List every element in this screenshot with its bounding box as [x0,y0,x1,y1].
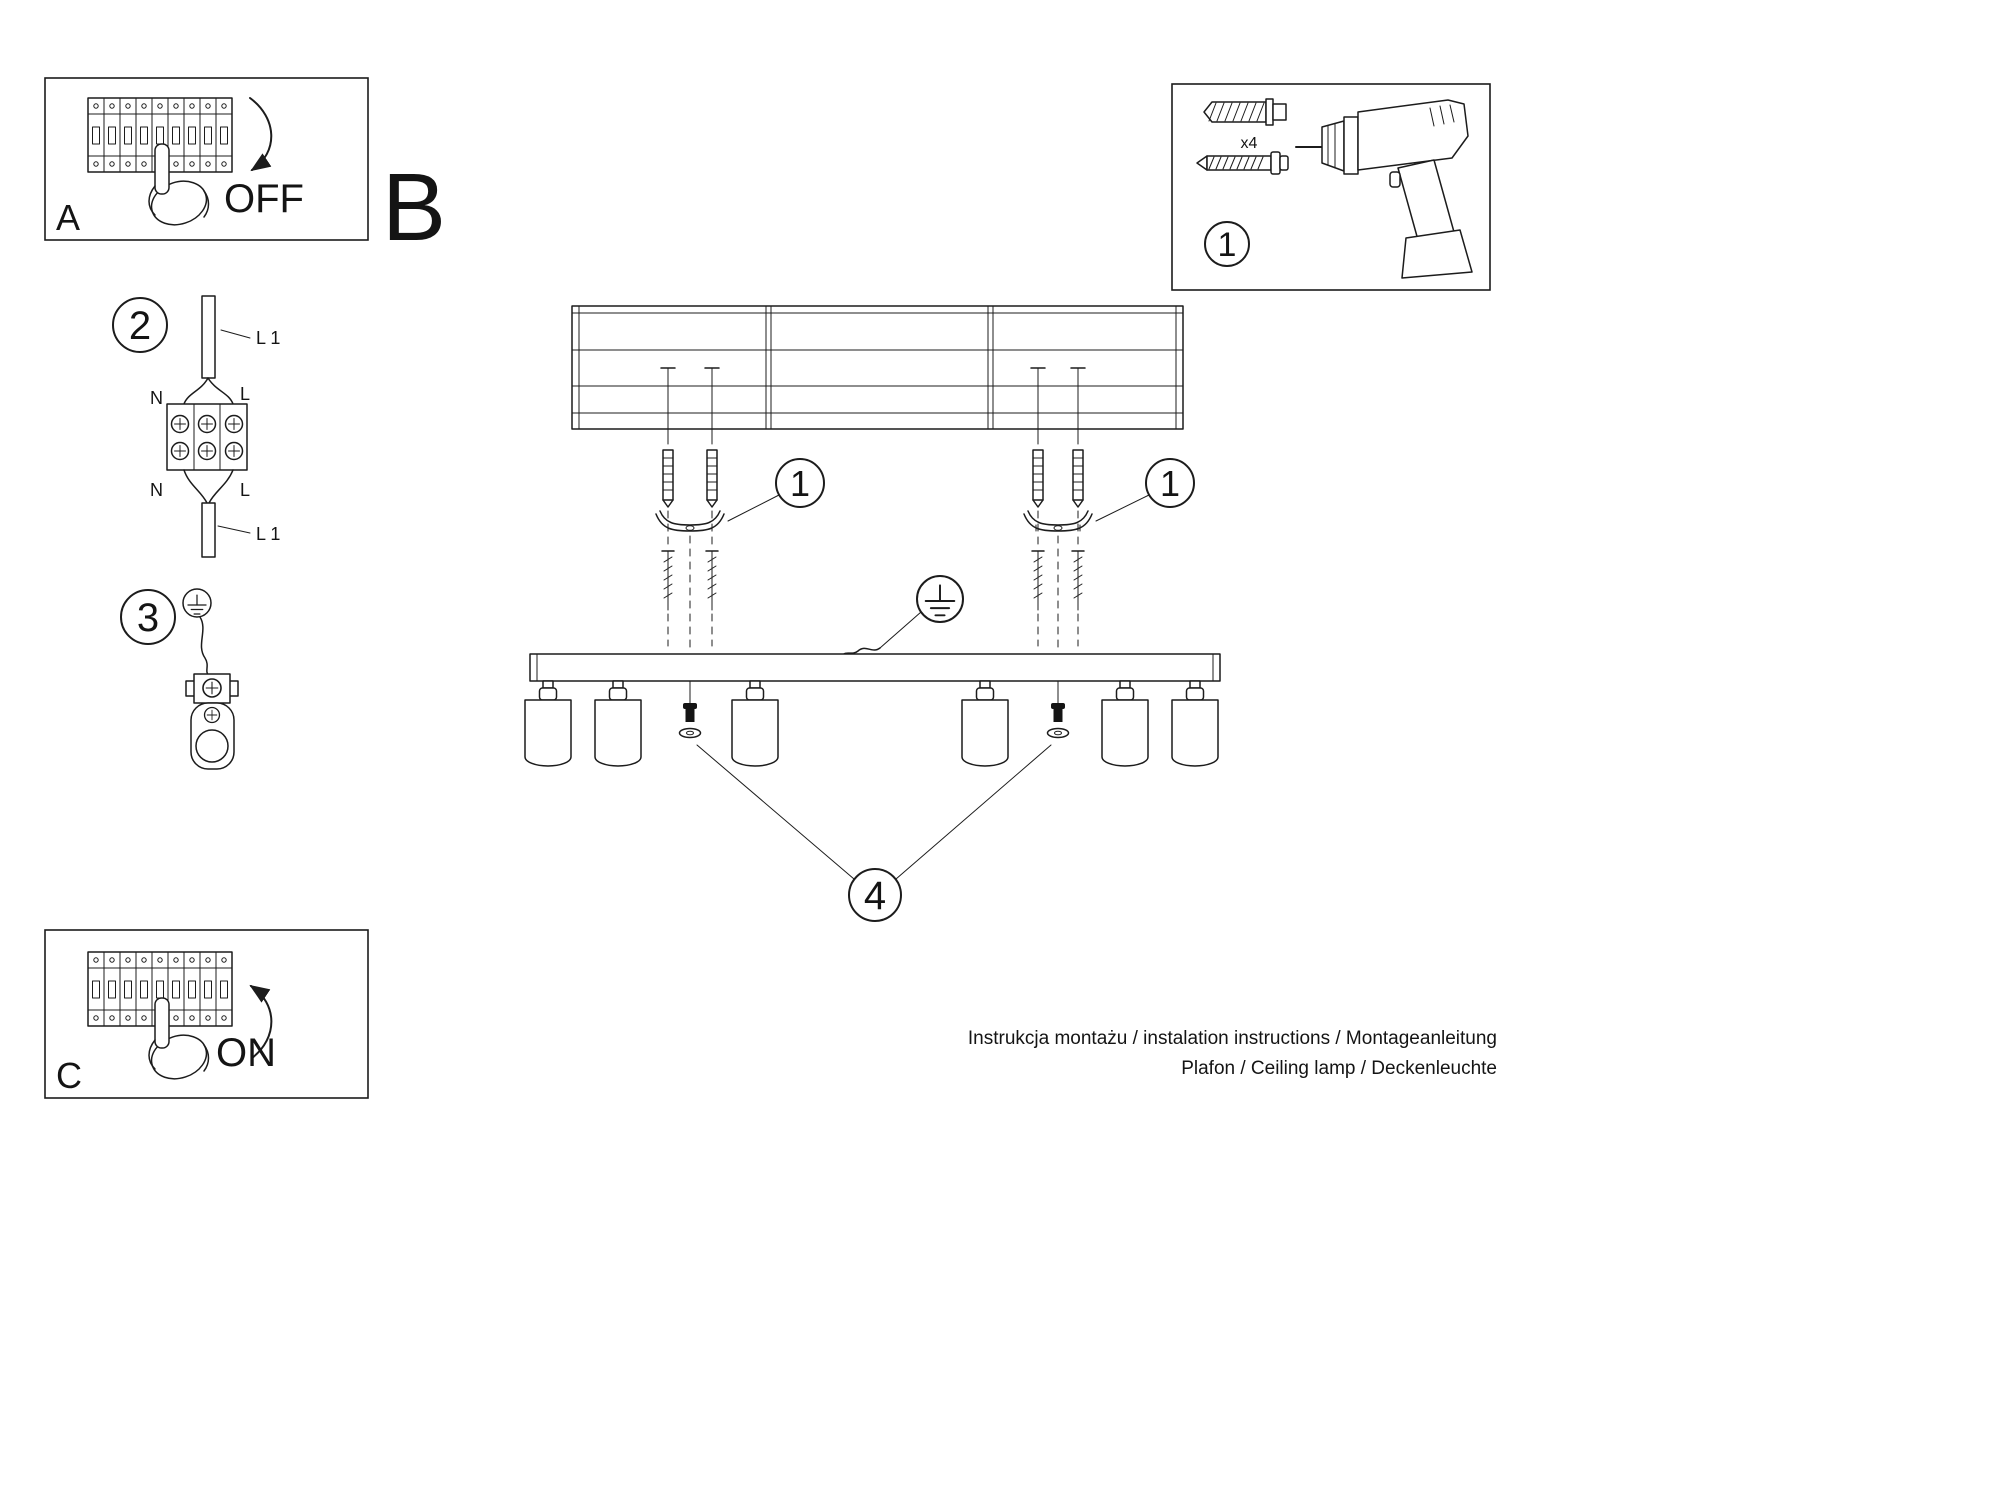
panel-c-frame [44,929,369,1099]
spotlight-shade-icon [1171,680,1219,767]
ground-callout [841,575,964,657]
panel-c-power-on: ON C [44,929,369,1099]
earth-wire [199,616,210,677]
callout-1-left-number: 1 [790,463,810,504]
step-2-badge [112,297,168,353]
n-top-label: N [150,388,163,408]
wire-left-top [183,377,209,405]
spotlight-shade-icon [1101,680,1149,767]
callout-4-right-leader [895,744,1052,880]
callout-1-left-leader [727,494,780,522]
mounting-bracket-icon [655,510,725,649]
wire-right-top [207,377,234,405]
section-b-letter: B [382,154,446,261]
ground-clamp-icon [185,673,239,770]
screw-icon [1196,151,1289,175]
toolbox-step-1: x4 1 [1171,83,1491,291]
fixing-knob-screw-icon [678,680,702,739]
callout-4-left-leader [696,744,855,880]
footer-line-1: Instrukcja montażu / instalation instruc… [968,1028,1497,1049]
l1-top-leader [220,329,251,339]
arrow-up-icon [249,984,273,1059]
step-3-grounding: 3 [120,588,239,770]
callout-4-number: 4 [864,874,886,918]
tools-step-badge [1204,221,1250,267]
wall-plug-icon [1203,98,1287,126]
l-bottom-label: L [240,480,250,500]
mounting-brackets: 1 1 [655,458,1195,649]
spotlight-shade-icon [731,680,779,767]
anchor-quantity-label: x4 [1241,135,1258,152]
footer-line-2: Plafon / Ceiling lamp / Deckenleuchte [1181,1058,1497,1079]
spotlight-shade-icon [961,680,1009,767]
lamp-assembly [524,653,1221,767]
callout-1-left-badge [775,458,825,508]
callout-1-right-leader [1095,494,1150,522]
panel-c-letter: C [56,1055,82,1096]
lamp-bar [529,653,1221,682]
arrow-down-icon [249,97,273,172]
l-top-label: L [240,384,250,404]
wire-right-bottom [208,469,234,504]
drill-icon [1295,99,1473,279]
l1-bottom-leader [217,525,251,534]
spotlight-shade-icon [594,680,642,767]
tools-step-number: 1 [1218,226,1237,264]
callout-4-badge [848,868,902,922]
step-3-number: 3 [137,596,159,640]
supply-cable-bottom [201,502,216,558]
step-2-wiring: 2 L 1 N L N L L 1 [112,295,280,558]
l1-bottom-label: L 1 [256,524,280,544]
callout-1-right-number: 1 [1160,463,1180,504]
wire-left-bottom [183,469,208,504]
ground-leader [879,611,922,649]
off-label: OFF [224,177,304,221]
fixing-knob-screw-icon [1046,680,1070,739]
on-label: ON [216,1031,276,1075]
callout-1-right-badge [1145,458,1195,508]
footer: Instrukcja montażu / instalation instruc… [968,1028,1497,1079]
spotlight-shade-icon [524,680,572,767]
toolbox-frame [1171,83,1491,291]
panel-a-frame [44,77,369,241]
panel-a-power-off: OFF A [44,77,369,241]
callout-4: 4 [696,744,1052,922]
n-bottom-label: N [150,480,163,500]
step-3-badge [120,589,176,645]
l1-top-label: L 1 [256,328,280,348]
step-2-number: 2 [129,304,151,348]
supply-cable-top [201,295,216,379]
panel-a-letter: A [56,197,80,238]
